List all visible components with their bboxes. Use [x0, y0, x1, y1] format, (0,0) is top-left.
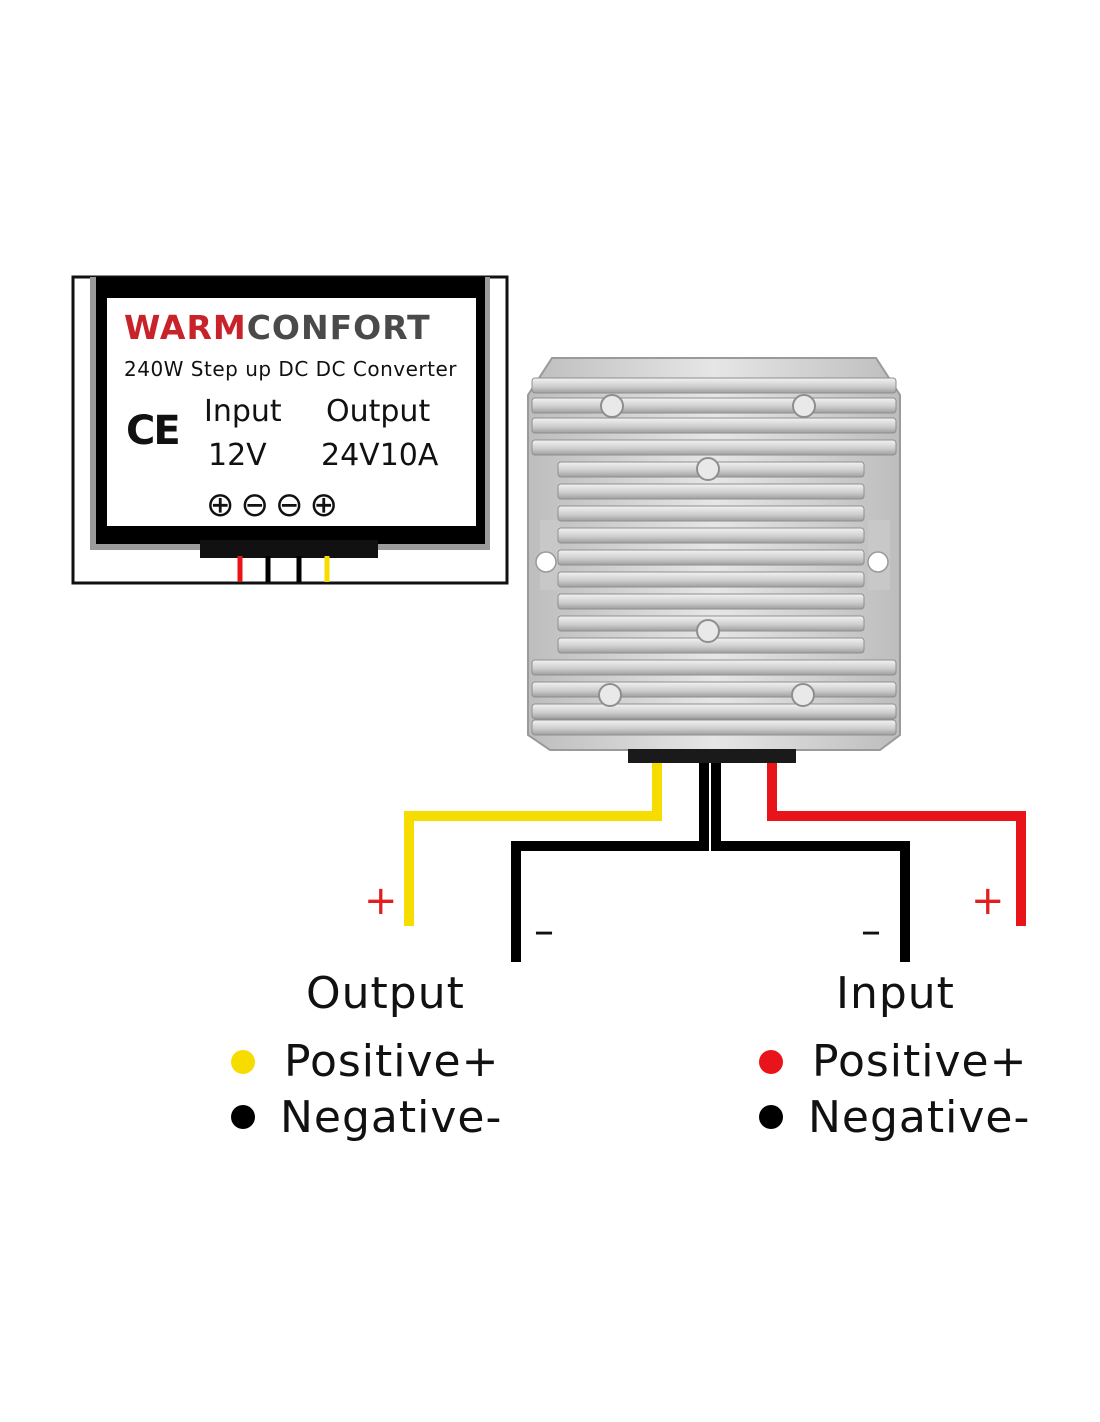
output-legend-title: Output [306, 968, 465, 1019]
label-input-value: 12V [208, 438, 267, 473]
heatsink-fin [557, 483, 865, 500]
screw [696, 619, 720, 643]
brand-logo-part2: CONFORT [246, 308, 431, 347]
label-card-wire-boot [200, 540, 378, 558]
heatsink-fin [531, 719, 897, 736]
heatsink-fin [557, 593, 865, 610]
heatsink-fin [531, 703, 897, 720]
heatsink-fin [531, 377, 897, 394]
screw [696, 457, 720, 481]
output-positive-label: Positive+ [284, 1036, 500, 1087]
heatsink-fin [531, 439, 897, 456]
heatsink-fin [557, 527, 865, 544]
heatsink-fin [531, 659, 897, 676]
product-subtitle: 240W Step up DC DC Converter [124, 357, 457, 381]
input-positive-dot [759, 1050, 783, 1074]
input-negative-sign: – [861, 908, 881, 954]
screw [600, 394, 624, 418]
label-output-header: Output [326, 394, 431, 429]
input-negative-wire [711, 763, 910, 962]
input-positive-label: Positive+ [812, 1036, 1028, 1087]
screw [791, 683, 815, 707]
screw [598, 683, 622, 707]
output-positive-sign: + [364, 878, 398, 924]
output-negative-dot [231, 1105, 255, 1129]
heatsink-fin [531, 681, 897, 698]
label-card-face [107, 298, 476, 526]
wires [404, 763, 1026, 962]
mount-hole-right [867, 551, 889, 573]
input-positive-sign: + [971, 878, 1005, 924]
label-input-header: Input [204, 394, 282, 429]
heatsink-fin [557, 505, 865, 522]
label-card [71, 275, 509, 585]
mount-hole-left [535, 551, 557, 573]
label-output-value: 24V10A [321, 438, 439, 473]
screw [792, 394, 816, 418]
heatsink-fin [557, 549, 865, 566]
heatsink-fin [531, 397, 897, 414]
wire-boot [628, 749, 796, 763]
output-negative-sign: – [534, 908, 554, 954]
output-negative-label: Negative- [280, 1092, 503, 1143]
ce-mark: CE [126, 408, 181, 454]
input-legend-title: Input [836, 968, 955, 1019]
brand-logo-part1: WARM [124, 308, 247, 347]
terminal-symbols: ⊕⊖⊖⊕ [206, 485, 344, 525]
input-negative-dot [759, 1105, 783, 1129]
output-negative-wire [511, 763, 709, 962]
input-positive-wire [767, 763, 1026, 926]
brand-logo: WARMCONFORT [124, 308, 431, 347]
heatsink-screws [598, 394, 816, 707]
heatsink-converter [527, 357, 901, 763]
output-positive-wire [404, 763, 662, 926]
heatsink-fin [531, 417, 897, 434]
output-positive-dot [231, 1050, 255, 1074]
heatsink-fin [557, 571, 865, 588]
input-negative-label: Negative- [808, 1092, 1031, 1143]
